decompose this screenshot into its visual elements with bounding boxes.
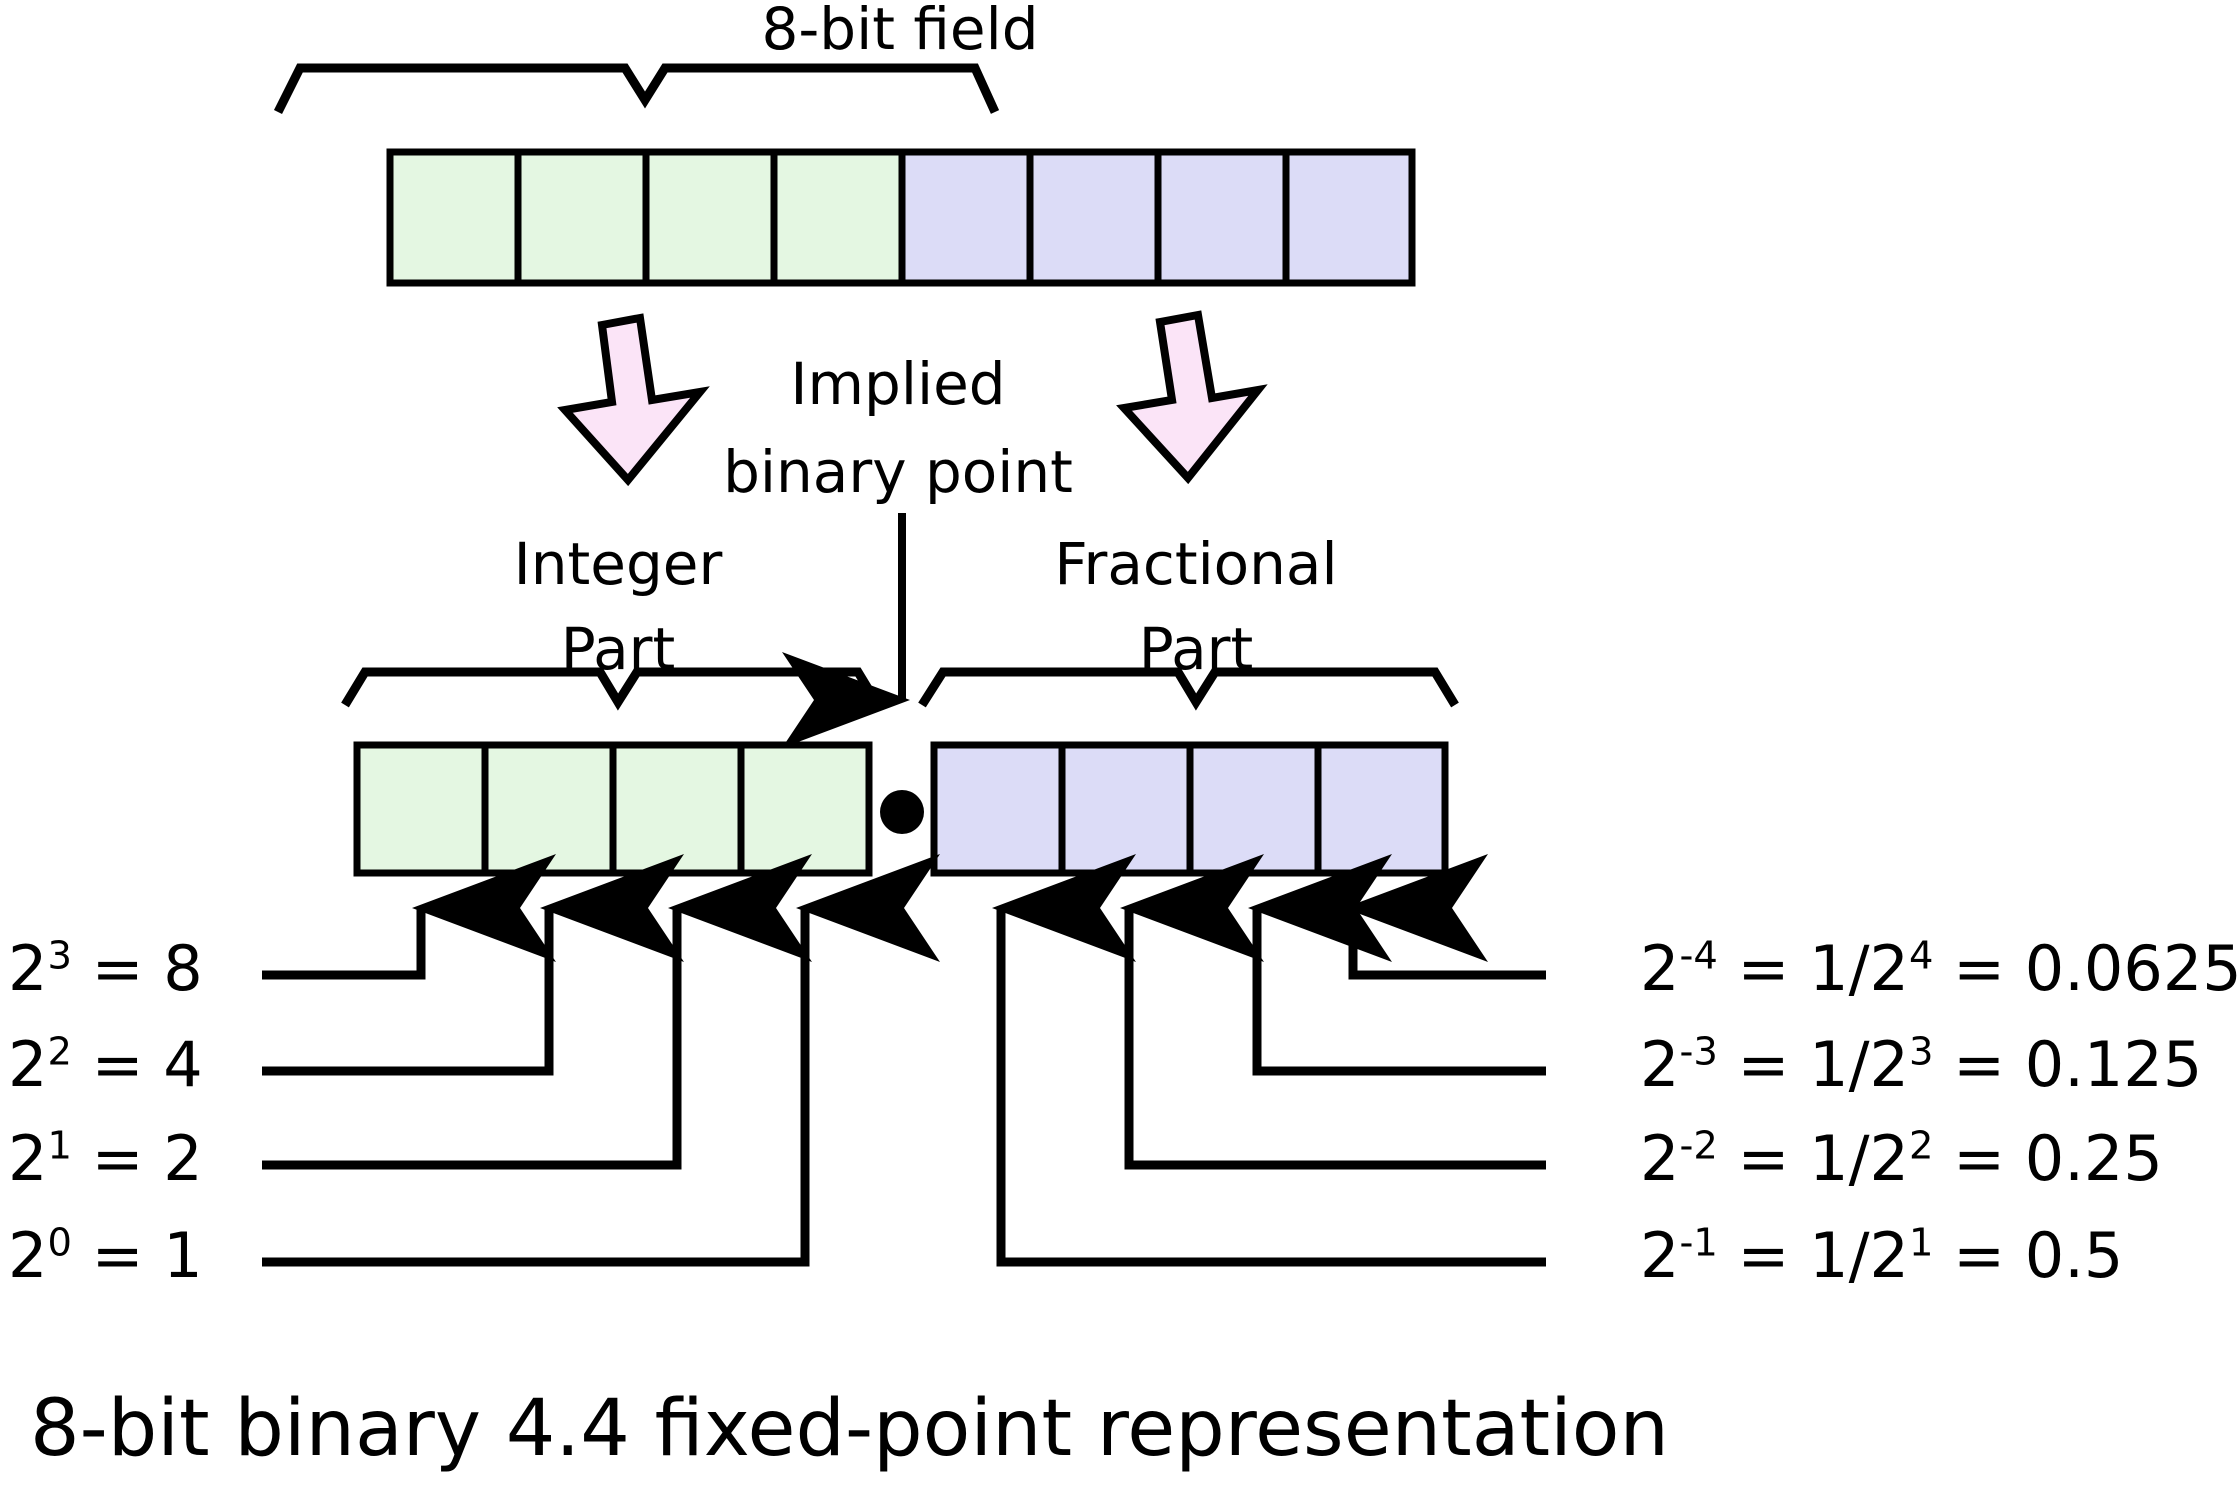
integer-weight-row-0: 23 = 8	[8, 937, 203, 1000]
weight-value: = 0.5	[1953, 1219, 2124, 1292]
weight-base: 2	[1640, 1028, 1680, 1101]
fractional-weight-connectors	[992, 854, 1546, 1267]
weight-fraction-exponent: 1	[1908, 1220, 1934, 1266]
top-bit-cell-1	[514, 148, 650, 287]
weight-value: = 0.0625	[1953, 932, 2239, 1005]
weight-base: 2	[1640, 932, 1680, 1005]
integer-weight-row-2: 21 = 2	[8, 1127, 203, 1190]
weight-fraction: = 1/2	[1737, 1219, 1909, 1292]
weight-base: 2	[1640, 1122, 1680, 1195]
integer-bit-cell-1	[609, 741, 745, 877]
weight-fraction: = 1/2	[1737, 1028, 1909, 1101]
fractional-part-brace	[918, 667, 1459, 711]
implied-binary-point-label-line1: Implied	[790, 350, 1006, 418]
weight-fraction: = 1/2	[1737, 1122, 1909, 1195]
weight-exponent: 3	[47, 933, 72, 979]
integer-weight-row-3: 20 = 1	[8, 1224, 203, 1287]
fractional-bit-cell-2	[1058, 741, 1194, 877]
fractional-part-label-line2: Part	[1138, 615, 1254, 683]
weight-exponent: -1	[1679, 1220, 1718, 1266]
fractional-weight-row-3: 2-1 = 1/21 = 0.5	[1640, 1224, 2123, 1287]
fractional-bit-cell-1	[930, 741, 1066, 877]
integer-part-bits	[353, 741, 873, 877]
weight-exponent: -2	[1679, 1123, 1718, 1169]
connector-2pow1	[262, 854, 812, 1170]
top-field-label: 8-bit field	[761, 0, 1039, 63]
weight-exponent: -4	[1679, 933, 1718, 979]
weight-base: 2	[1640, 1219, 1680, 1292]
implied-binary-point-label-line2: binary point	[723, 438, 1073, 506]
fractional-weight-row-2: 2-2 = 1/22 = 0.25	[1640, 1127, 2163, 1190]
weight-base: 2	[8, 1028, 48, 1101]
fractional-bit-cell-4	[1314, 741, 1449, 877]
weight-base: 2	[8, 1122, 48, 1195]
weight-fraction-exponent: 3	[1908, 1029, 1934, 1075]
weight-exponent: 2	[47, 1029, 72, 1075]
top-bit-cell-6	[1154, 148, 1290, 287]
weight-value: = 4	[91, 1028, 203, 1101]
integer-bit-cell-0	[737, 741, 873, 877]
fractional-bit-cell-3	[1186, 741, 1322, 877]
top-bit-cell-4	[898, 148, 1034, 287]
fractional-weight-row-0: 2-4 = 1/24 = 0.0625	[1640, 937, 2239, 1000]
fractional-part-label-line1: Fractional	[1054, 530, 1338, 598]
connector-2powneg1	[992, 854, 1546, 1267]
fractional-part-bits	[930, 741, 1449, 877]
diagram-caption: 8-bit binary 4.4 fixed-point representat…	[30, 1384, 1669, 1474]
top-bit-cell-7	[1282, 148, 1416, 287]
weight-value: = 8	[91, 932, 203, 1005]
split-arrow-left	[557, 313, 710, 487]
weight-exponent: -3	[1679, 1029, 1718, 1075]
weight-base: 2	[8, 1219, 48, 1292]
top-bit-cell-0	[386, 148, 522, 287]
weight-exponent: 0	[47, 1220, 72, 1266]
integer-part-label-line1: Integer	[513, 530, 723, 598]
connector-2powneg2	[1120, 854, 1546, 1170]
top-bit-cell-3	[770, 148, 906, 287]
weight-fraction-exponent: 2	[1908, 1123, 1934, 1169]
weight-base: 2	[8, 932, 48, 1005]
integer-part-brace	[341, 667, 882, 711]
connector-2pow0	[262, 854, 940, 1267]
top-field-brace	[273, 63, 1000, 115]
weight-value: = 2	[91, 1122, 203, 1195]
weight-fraction-exponent: 4	[1908, 933, 1934, 979]
integer-bit-cell-3	[353, 741, 489, 877]
weight-fraction: = 1/2	[1737, 932, 1909, 1005]
weight-value: = 0.125	[1953, 1028, 2203, 1101]
connector-2powneg3	[1248, 854, 1546, 1076]
connector-2powneg4	[1344, 854, 1546, 980]
connector-2pow2	[262, 854, 684, 1076]
binary-point-dot-icon	[880, 790, 924, 834]
connector-2pow3	[262, 854, 556, 980]
fractional-weight-row-1: 2-3 = 1/23 = 0.125	[1640, 1033, 2202, 1096]
integer-part-label-line2: Part	[560, 615, 676, 683]
integer-weight-row-1: 22 = 4	[8, 1033, 203, 1096]
top-bit-cell-2	[642, 148, 778, 287]
weight-exponent: 1	[47, 1123, 72, 1169]
split-arrow-right	[1116, 310, 1268, 485]
integer-bit-cell-2	[481, 741, 617, 877]
top-bit-field	[386, 148, 1416, 287]
weight-value: = 0.25	[1953, 1122, 2163, 1195]
integer-weight-connectors	[262, 854, 940, 1267]
top-bit-cell-5	[1026, 148, 1162, 287]
weight-value: = 1	[91, 1219, 203, 1292]
